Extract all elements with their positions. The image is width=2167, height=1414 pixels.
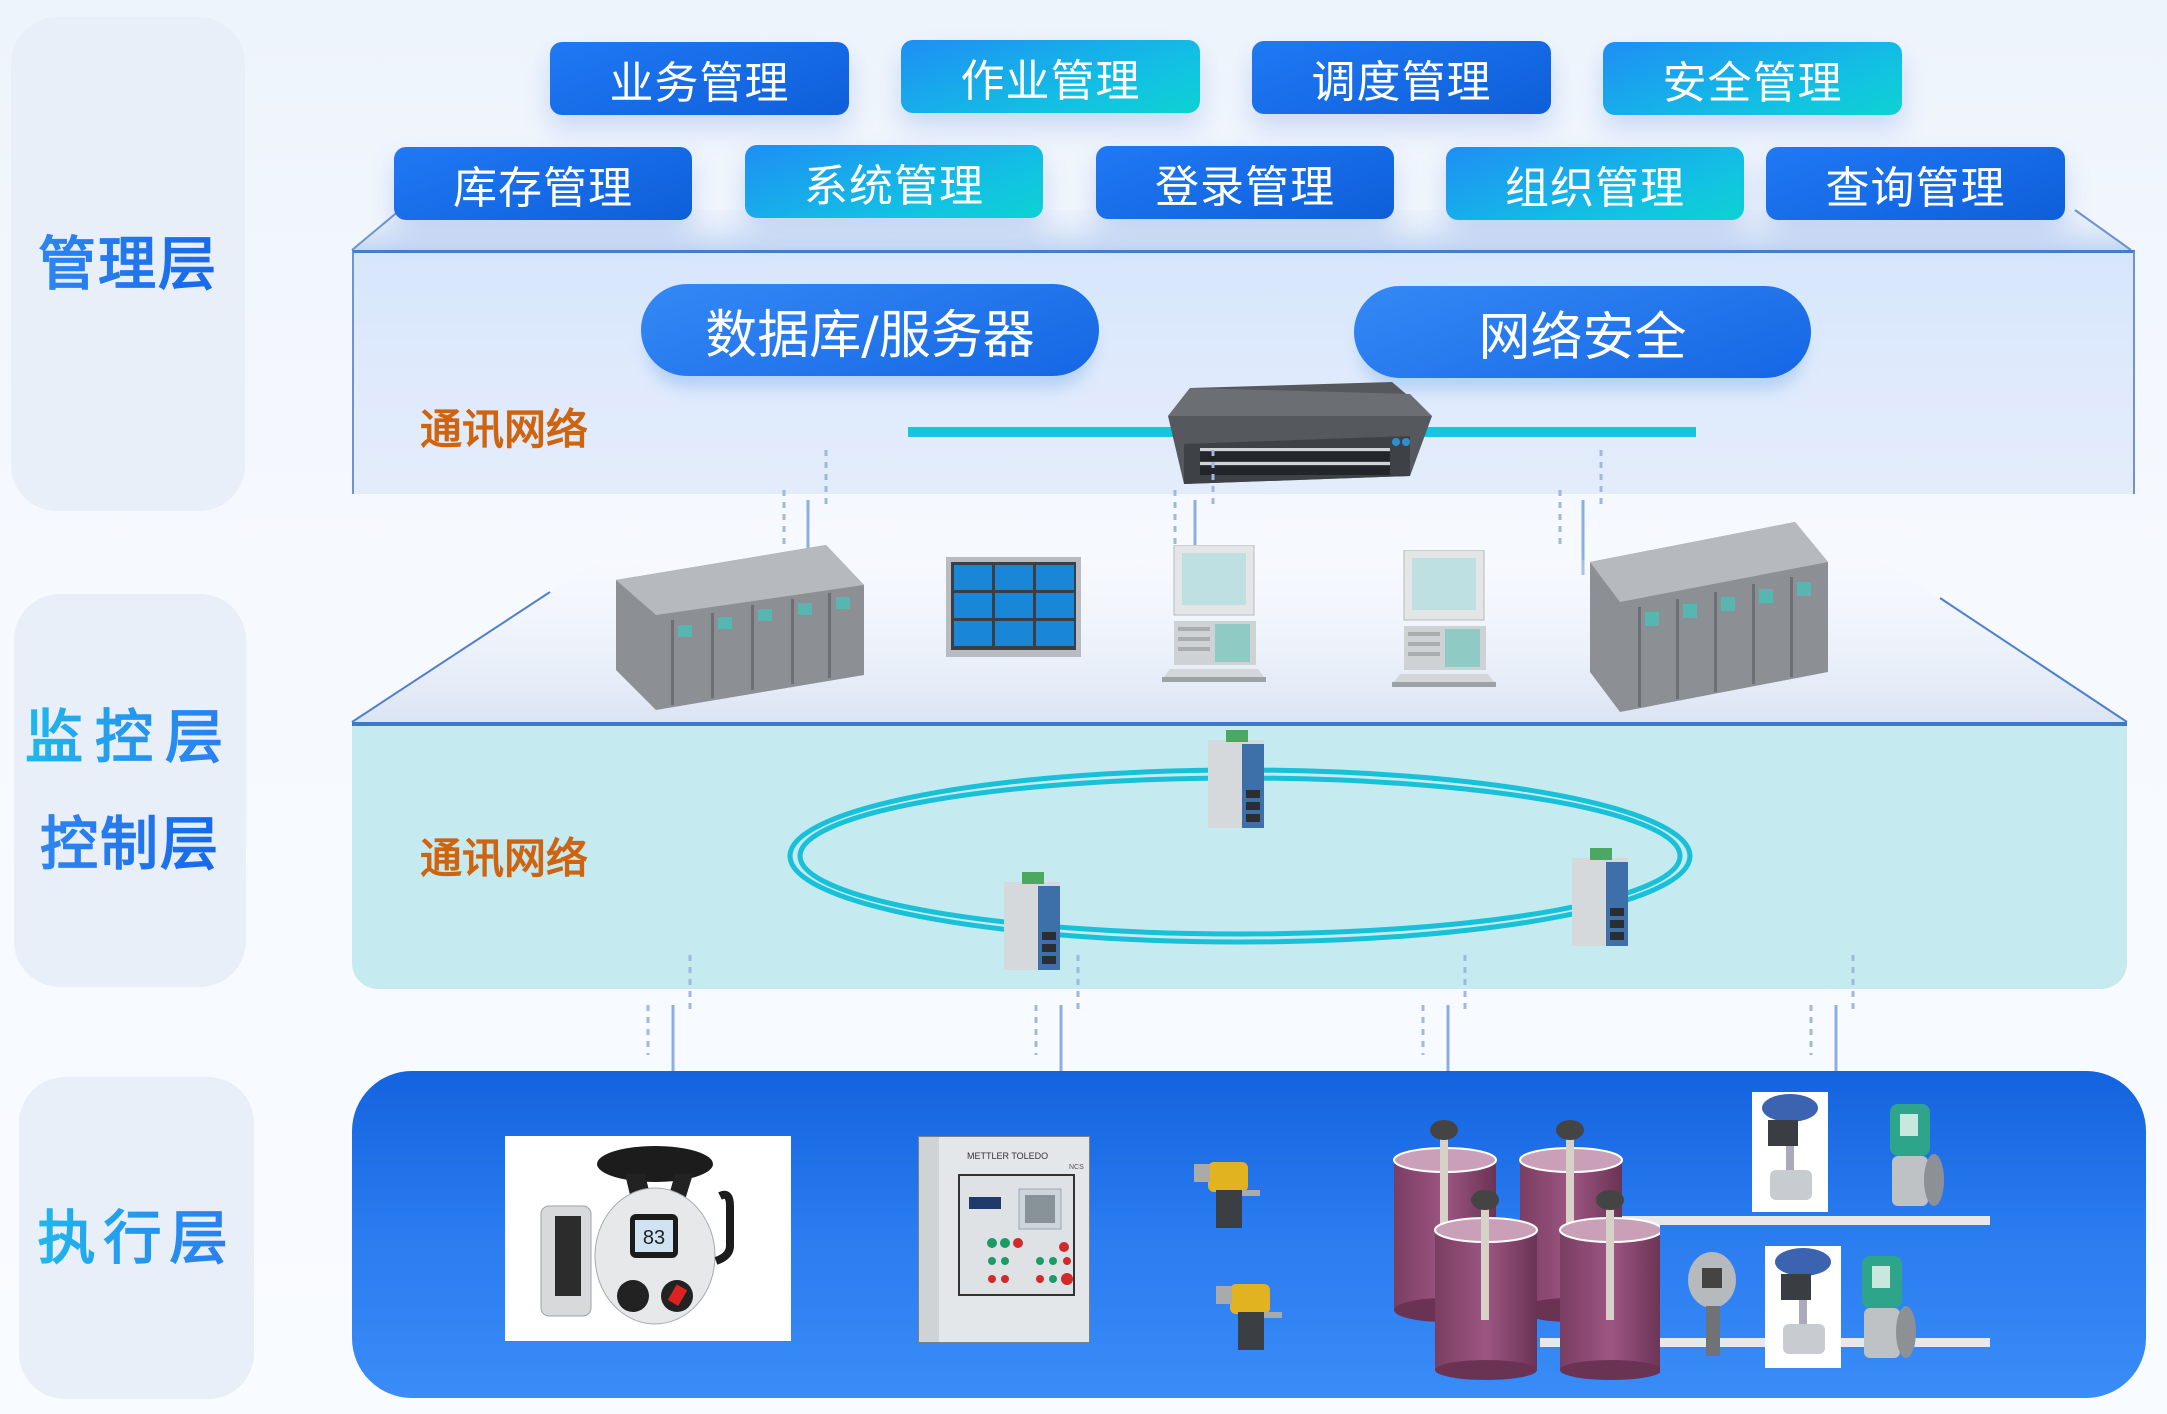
plc-rack-icon-left: [616, 545, 864, 710]
management-network-label: 通讯网络: [420, 405, 589, 454]
cabinet-brand: METTLER TOLEDO: [967, 1151, 1048, 1161]
actuator-display-value: 83: [643, 1227, 665, 1249]
industrial-switch-icon-top: [1208, 730, 1264, 828]
control-cabinet-device: METTLER TOLEDO NCS: [918, 1136, 1090, 1343]
module-login-management[interactable]: 登录管理: [1096, 146, 1394, 219]
workstation-icon-2: [1392, 550, 1496, 687]
electric-actuator-device: 83: [505, 1136, 791, 1341]
pressure-transmitter-icon: [1688, 1252, 1736, 1356]
cabinet-model: NCS: [1069, 1164, 1084, 1171]
control-to-execution-connectors: [646, 955, 1855, 1077]
control-valve-icon-2: [1765, 1246, 1841, 1368]
network-security-pill[interactable]: 网络安全: [1354, 286, 1811, 378]
flowmeter-icon-1: [1890, 1104, 1944, 1206]
module-security-management[interactable]: 安全管理: [1603, 42, 1902, 115]
control-valve-icon-1: [1752, 1092, 1828, 1212]
module-business-management[interactable]: 业务管理: [550, 42, 849, 115]
module-dispatch-management[interactable]: 调度管理: [1252, 41, 1551, 114]
module-query-management[interactable]: 查询管理: [1766, 147, 2065, 220]
database-server-pill[interactable]: 数据库/服务器: [641, 284, 1099, 376]
gas-detector-icon-2: [1216, 1284, 1282, 1350]
monitoring-control-layer-panel: 监控层 控制层: [14, 594, 246, 987]
flowmeter-icon-2: [1862, 1256, 1916, 1358]
core-switch-icon: [1168, 382, 1432, 484]
module-organization-management[interactable]: 组织管理: [1446, 147, 1744, 220]
tank-front-right: [1559, 1190, 1660, 1380]
module-inventory-management[interactable]: 库存管理: [394, 147, 692, 220]
workstation-icon-1: [1162, 545, 1266, 682]
module-system-management[interactable]: 系统管理: [745, 145, 1043, 218]
video-wall-icon: [946, 557, 1081, 657]
management-box-top: [351, 209, 2132, 251]
monitoring-layer-label: 监控层: [25, 701, 235, 774]
industrial-switch-icon-right: [1572, 848, 1628, 946]
control-network-label: 通讯网络: [420, 834, 589, 883]
tank-group: [1393, 1120, 1660, 1380]
pipe-upper: [1600, 1216, 1990, 1225]
module-operation-management[interactable]: 作业管理: [901, 40, 1200, 113]
electric-actuator-icon: 83: [540, 1146, 734, 1325]
management-layer-label: 管理层: [38, 228, 218, 301]
industrial-switch-icon-left: [1004, 872, 1060, 970]
control-cabinet-icon: METTLER TOLEDO NCS: [919, 1137, 1084, 1342]
management-layer-panel: 管理层: [11, 17, 245, 511]
execution-layer-label: 执行层: [37, 1202, 235, 1275]
gas-detector-icon-1: [1194, 1162, 1260, 1228]
plc-rack-icon-right: [1590, 522, 1828, 712]
execution-layer-panel: 执行层: [19, 1077, 254, 1399]
control-layer-label: 控制层: [40, 808, 220, 881]
tank-front-left: [1434, 1190, 1538, 1380]
